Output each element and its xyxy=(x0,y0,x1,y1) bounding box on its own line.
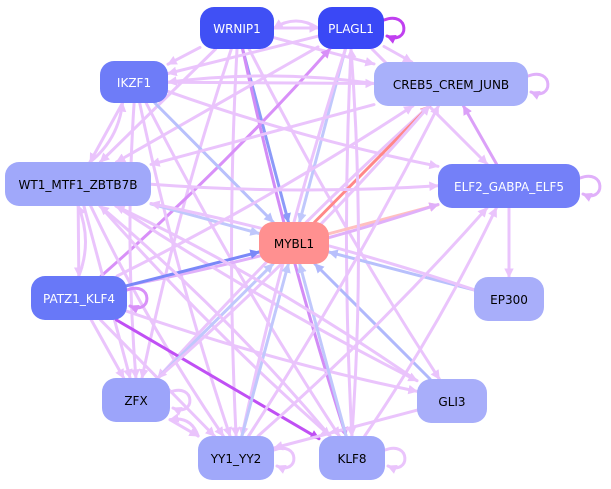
node-label: ELF2_GABPA_ELF5 xyxy=(454,180,564,194)
edge-wt1_mtf1_zbtb7b-to-ikzf1 xyxy=(88,101,127,164)
node-zfx[interactable]: ZFX xyxy=(102,378,170,422)
edge-patz1_klf4-to-zfx xyxy=(89,318,126,380)
edge-elf2_gabpa_elf5-to-elf2_gabpa_elf5 xyxy=(578,174,602,202)
edge-plagl1-to-wt1_mtf1_zbtb7b xyxy=(115,45,320,164)
edge-yy1_yy2-to-creb5_crem_junb xyxy=(247,104,440,438)
edge-patz1_klf4-to-patz1_klf4 xyxy=(125,286,149,314)
node-box[interactable] xyxy=(318,7,384,49)
node-label: WRNIP1 xyxy=(213,22,261,36)
node-label: MYBL1 xyxy=(274,237,314,251)
node-box[interactable] xyxy=(259,222,329,264)
node-box[interactable] xyxy=(5,162,151,206)
node-klf8[interactable]: KLF8 xyxy=(319,436,385,480)
edge-creb5_crem_junb-to-ikzf1 xyxy=(166,74,376,86)
edge-gli3-to-wt1_mtf1_zbtb7b xyxy=(114,204,419,383)
edge-klf8-to-elf2_gabpa_elf5 xyxy=(363,206,498,438)
edge-patz1_klf4-to-gli3 xyxy=(125,309,419,395)
edge-plagl1-to-plagl1 xyxy=(382,16,406,44)
node-box[interactable] xyxy=(200,7,274,49)
edge-elf2_gabpa_elf5-to-creb5_crem_junb xyxy=(462,104,498,166)
edge-plagl1-to-wrnip1 xyxy=(272,19,320,30)
edge-gli3-to-mybl1 xyxy=(313,262,432,381)
edge-wrnip1-to-yy1_yy2 xyxy=(230,47,241,438)
node-label: KLF8 xyxy=(337,452,366,466)
node-ep300[interactable]: EP300 xyxy=(474,277,544,321)
node-box[interactable] xyxy=(474,277,544,321)
edge-wt1_mtf1_zbtb7b-to-patz1_klf4 xyxy=(73,204,84,278)
node-label: CREB5_CREM_JUNB xyxy=(393,78,509,92)
edge-wt1_mtf1_zbtb7b-to-elf2_gabpa_elf5 xyxy=(149,181,440,192)
node-box[interactable] xyxy=(438,164,580,208)
node-yy1-yy2[interactable]: YY1_YY2 xyxy=(198,436,274,480)
node-label: IKZF1 xyxy=(117,76,151,90)
node-wrnip1[interactable]: WRNIP1 xyxy=(200,7,274,49)
edge-plagl1-to-ikzf1 xyxy=(166,34,320,77)
edge-creb5_crem_junb-to-wt1_mtf1_zbtb7b xyxy=(149,103,376,167)
node-label: WT1_MTF1_ZBTB7B xyxy=(19,178,138,192)
edge-creb5_crem_junb-to-creb5_crem_junb xyxy=(526,72,550,100)
edge-ikzf1-to-wt1_mtf1_zbtb7b xyxy=(88,101,124,164)
edge-klf8-to-klf8 xyxy=(383,446,407,474)
node-label: YY1_YY2 xyxy=(210,452,262,466)
edge-patz1_klf4-to-mybl1 xyxy=(125,249,261,288)
node-box[interactable] xyxy=(100,61,168,103)
edge-wrnip1-to-gli3 xyxy=(247,47,441,381)
node-patz1-klf4[interactable]: PATZ1_KLF4 xyxy=(31,276,127,320)
node-box[interactable] xyxy=(319,436,385,480)
edge-plagl1-to-creb5_crem_junb xyxy=(382,45,414,64)
edge-klf8-to-wt1_mtf1_zbtb7b xyxy=(98,204,332,438)
node-label: PATZ1_KLF4 xyxy=(43,292,115,306)
node-box[interactable] xyxy=(417,379,487,423)
node-label: GLI3 xyxy=(438,395,465,409)
edges-layer xyxy=(73,16,602,474)
node-box[interactable] xyxy=(31,276,127,320)
node-label: PLAGL1 xyxy=(328,22,374,36)
edge-yy1_yy2-to-zfx xyxy=(168,413,200,438)
edge-zfx-to-zfx xyxy=(168,388,192,416)
node-gli3[interactable]: GLI3 xyxy=(417,379,487,423)
edge-klf8-to-plagl1 xyxy=(346,47,360,438)
node-creb5-crem-junb[interactable]: CREB5_CREM_JUNB xyxy=(374,62,528,106)
edge-plagl1-to-klf8 xyxy=(344,47,357,438)
node-mybl1[interactable]: MYBL1 xyxy=(259,222,329,264)
node-plagl1[interactable]: PLAGL1 xyxy=(318,7,384,49)
edge-ikzf1-to-creb5_crem_junb xyxy=(166,78,376,89)
edge-patz1_klf4-to-wt1_mtf1_zbtb7b xyxy=(76,204,87,278)
node-label: ZFX xyxy=(124,394,147,408)
node-elf2-gabpa-elf5[interactable]: ELF2_GABPA_ELF5 xyxy=(438,164,580,208)
edge-wt1_mtf1_zbtb7b-to-yy1_yy2 xyxy=(89,204,225,438)
edge-ikzf1-to-mybl1 xyxy=(153,101,275,224)
edge-yy1_yy2-to-mybl1 xyxy=(240,262,291,438)
edge-yy1_yy2-to-yy1_yy2 xyxy=(272,446,296,474)
edge-klf8-to-mybl1 xyxy=(297,262,348,438)
edge-wrnip1-to-ikzf1 xyxy=(166,45,202,66)
node-wt1-mtf1-zbtb7b[interactable]: WT1_MTF1_ZBTB7B xyxy=(5,162,151,206)
edge-wt1_mtf1_zbtb7b-to-gli3 xyxy=(114,204,419,383)
edge-yy1_yy2-to-elf2_gabpa_elf5 xyxy=(256,206,489,438)
node-box[interactable] xyxy=(374,62,528,106)
node-ikzf1[interactable]: IKZF1 xyxy=(100,61,168,103)
node-label: EP300 xyxy=(490,293,528,307)
edge-ikzf1-to-klf8 xyxy=(144,101,341,438)
node-box[interactable] xyxy=(198,436,274,480)
node-box[interactable] xyxy=(102,378,170,422)
edge-ikzf1-to-elf2_gabpa_elf5 xyxy=(166,89,440,170)
edge-patz1_klf4-to-klf8 xyxy=(115,318,321,441)
